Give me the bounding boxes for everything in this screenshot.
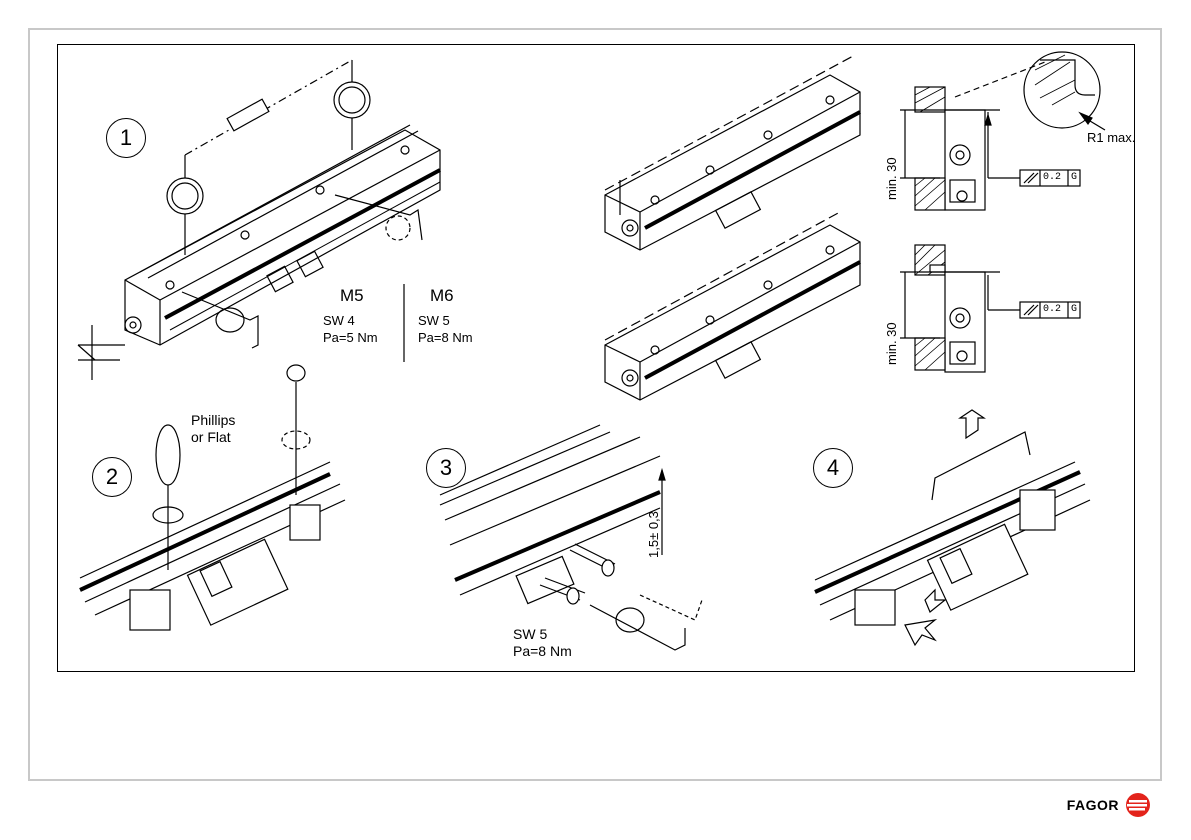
bolt-m5-label: M5 <box>340 287 364 306</box>
fagor-emblem-icon <box>1125 792 1151 818</box>
screwdriver-type-line1: Phillips <box>191 413 235 428</box>
profile-bottom-min-height: min. 30 <box>884 322 899 365</box>
tolerance-datum-bottom: G <box>1071 304 1077 315</box>
scale-views-right <box>605 55 860 400</box>
radius-note: R1 max. <box>1087 131 1135 145</box>
step-number-2: 2 <box>92 457 132 497</box>
step3-illustration <box>440 425 702 650</box>
screwdriver-type-line2: or Flat <box>191 430 231 445</box>
step-number-3: 3 <box>426 448 466 488</box>
bolt-m6-label: M6 <box>430 287 454 306</box>
fagor-logo: FAGOR <box>1067 792 1151 818</box>
bolt-m5-torque: Pa=5 Nm <box>323 331 378 345</box>
bolt-m6-key-size: SW 5 <box>418 314 450 328</box>
bolt-m6-torque: Pa=8 Nm <box>418 331 473 345</box>
step-number-1: 1 <box>106 118 146 158</box>
step4-illustration <box>815 410 1090 645</box>
brand-name: FAGOR <box>1067 797 1119 813</box>
tolerance-value-top: 0.2 <box>1043 172 1061 183</box>
step2-illustration <box>80 365 345 630</box>
step3-key-size: SW 5 <box>513 627 547 642</box>
bolt-m5-key-size: SW 4 <box>323 314 355 328</box>
tolerance-datum-top: G <box>1071 172 1077 183</box>
step-number-4: 4 <box>813 448 853 488</box>
tolerance-value-bottom: 0.2 <box>1043 304 1061 315</box>
step3-gap-dimension: 1,5± 0,3 <box>646 511 661 558</box>
step3-torque: Pa=8 Nm <box>513 644 572 659</box>
section-profiles <box>900 52 1105 372</box>
step1-illustration <box>78 60 440 380</box>
profile-top-min-height: min. 30 <box>884 157 899 200</box>
